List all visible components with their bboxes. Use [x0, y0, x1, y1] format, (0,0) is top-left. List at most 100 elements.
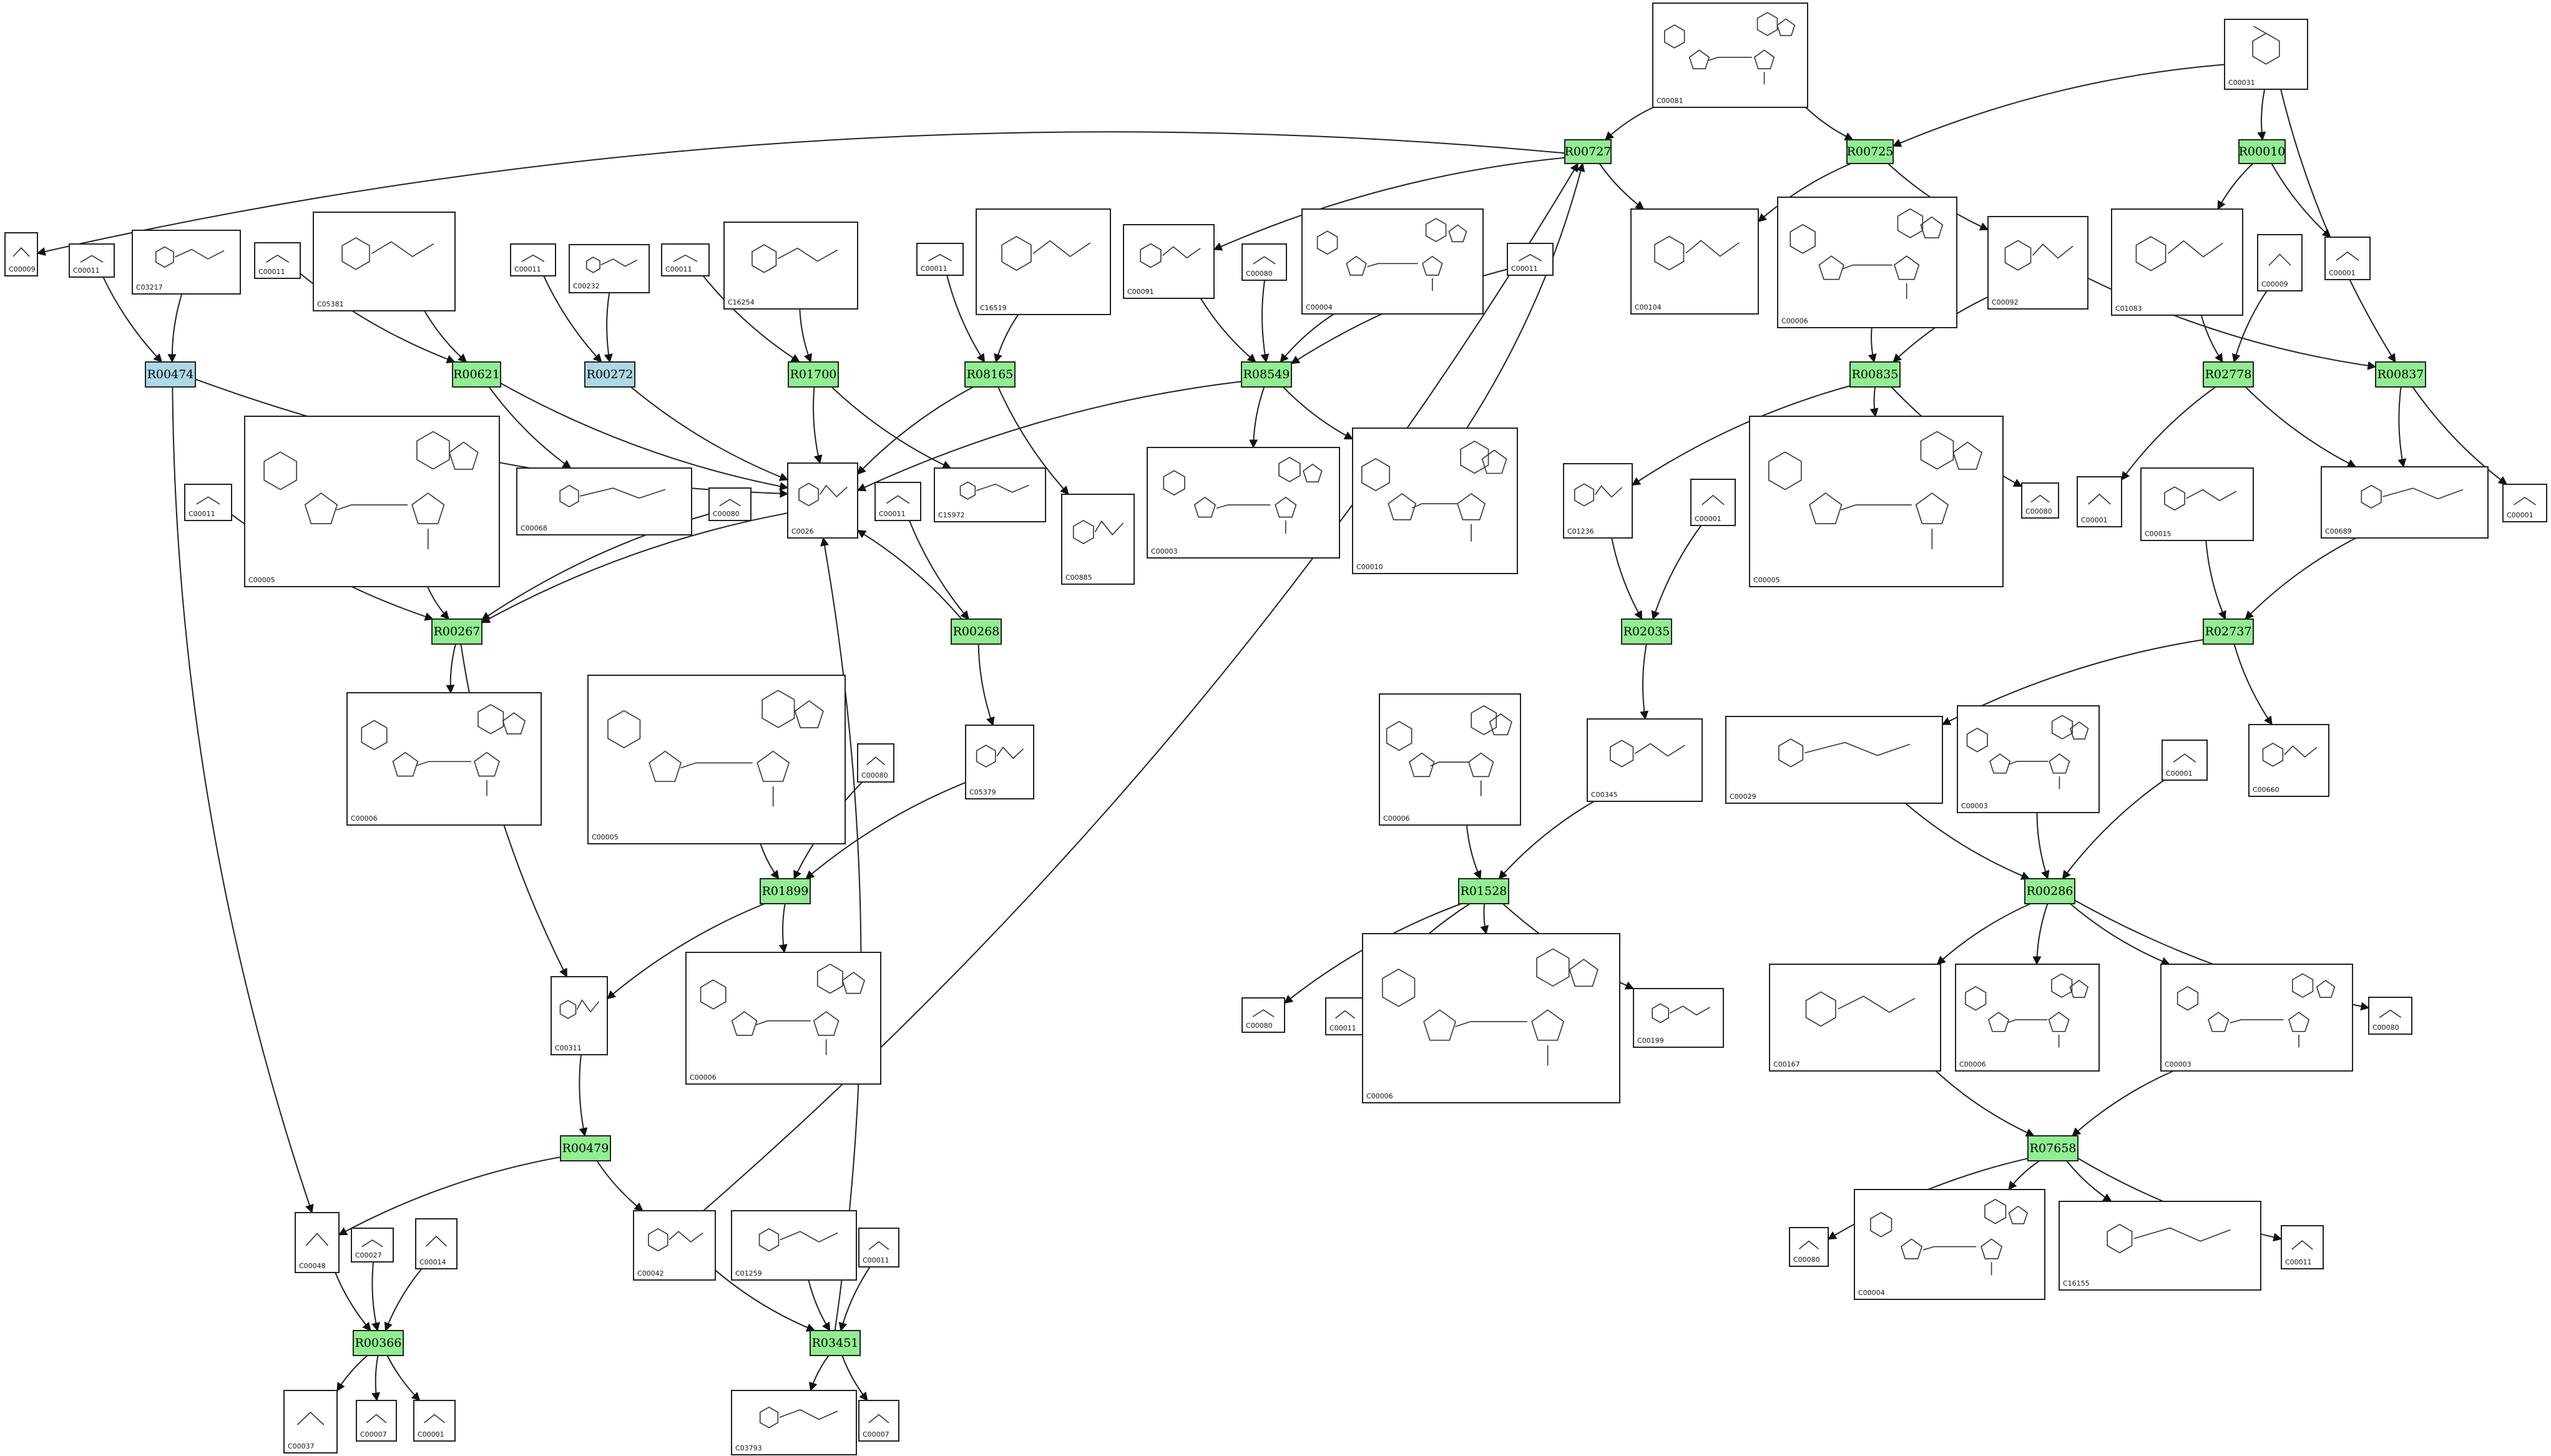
reaction-node[interactable]: R00267	[431, 618, 482, 645]
compound-node[interactable]: C00006	[346, 692, 542, 826]
compound-node[interactable]: C00005	[587, 675, 846, 844]
compound-node[interactable]: C00011	[858, 1228, 899, 1268]
compound-node[interactable]: C00014	[415, 1218, 458, 1269]
compound-node[interactable]: C00011	[510, 243, 556, 276]
compound-node[interactable]: C00080	[2021, 482, 2059, 519]
compound-node[interactable]: C00345	[1587, 718, 1703, 802]
compound-node[interactable]: C00885	[1061, 494, 1135, 585]
reaction-node[interactable]: R00725	[1846, 139, 1894, 164]
compound-node[interactable]: C00006	[1379, 693, 1521, 826]
compound-node[interactable]: C00080	[2368, 997, 2412, 1035]
compound-node[interactable]: C00011	[874, 482, 921, 521]
compound-node[interactable]: C00689	[2321, 466, 2489, 539]
compound-node[interactable]: C00015	[2140, 467, 2254, 541]
compound-box	[2111, 208, 2243, 316]
compound-node[interactable]: C01259	[731, 1210, 857, 1281]
reaction-node[interactable]: R03451	[810, 1330, 861, 1356]
reaction-node[interactable]: R00837	[2375, 361, 2426, 388]
compound-node[interactable]: C00011	[916, 243, 964, 276]
compound-node[interactable]: C00080	[1241, 997, 1285, 1033]
reaction-node[interactable]: R08165	[964, 361, 1016, 388]
reaction-node[interactable]: R00621	[452, 361, 501, 388]
compound-node[interactable]: C00004	[1301, 208, 1484, 315]
compound-node[interactable]: C00027	[351, 1228, 394, 1263]
compound-node[interactable]: C0026	[787, 462, 858, 539]
compound-node[interactable]: C01083	[2111, 208, 2243, 316]
compound-node[interactable]: C00080	[1241, 243, 1287, 281]
compound-node[interactable]: C00080	[708, 487, 752, 521]
reaction-node[interactable]: R00286	[2024, 878, 2075, 904]
compound-node[interactable]: C00001	[2324, 237, 2371, 280]
reaction-node[interactable]: R01528	[1458, 878, 1509, 904]
compound-node[interactable]: C00001	[2162, 740, 2208, 781]
compound-node[interactable]: C00006	[685, 952, 881, 1085]
compound-node[interactable]: C03217	[132, 230, 241, 295]
compound-node[interactable]: C00199	[1633, 988, 1724, 1048]
compound-node[interactable]: C00660	[2248, 724, 2329, 797]
compound-node[interactable]: C00003	[1147, 447, 1340, 559]
compound-node[interactable]: C00006	[1362, 933, 1620, 1103]
compound-node[interactable]: C00001	[2502, 484, 2547, 522]
compound-node[interactable]: C00042	[633, 1210, 716, 1281]
compound-node[interactable]: C00091	[1123, 224, 1215, 299]
compound-node[interactable]: C16519	[976, 208, 1111, 315]
compound-node[interactable]: C00005	[244, 416, 500, 587]
compound-node[interactable]: C00007	[356, 1400, 397, 1442]
compound-node[interactable]: C00011	[69, 243, 115, 278]
compound-node[interactable]: C01236	[1563, 463, 1633, 539]
reaction-node[interactable]: R00835	[1849, 361, 1901, 388]
compound-node[interactable]: C00037	[283, 1390, 338, 1454]
reaction-node[interactable]: R02035	[1621, 618, 1672, 645]
compound-node[interactable]: C05381	[313, 212, 456, 311]
compound-node[interactable]: C00104	[1630, 208, 1759, 315]
reaction-node[interactable]: R02778	[2203, 361, 2254, 388]
compound-node[interactable]: C05379	[965, 725, 1034, 799]
reaction-node[interactable]: R07658	[2027, 1135, 2079, 1161]
compound-node[interactable]: C03793	[731, 1390, 857, 1455]
compound-node[interactable]: C00010	[1352, 428, 1518, 574]
compound-node[interactable]: C00003	[2160, 964, 2353, 1072]
reaction-node[interactable]: R00010	[2238, 139, 2286, 164]
reaction-node[interactable]: R01899	[760, 878, 811, 904]
compound-node[interactable]: C00311	[551, 976, 608, 1055]
compound-node[interactable]: C00167	[1769, 964, 1941, 1072]
reaction-node[interactable]: R00479	[560, 1135, 611, 1161]
reaction-node[interactable]: R00268	[951, 618, 1002, 645]
reaction-node[interactable]: R00272	[584, 361, 635, 388]
compound-node[interactable]: C00068	[516, 467, 692, 535]
compound-node[interactable]: C00005	[1749, 416, 2004, 587]
compound-node[interactable]: C00001	[413, 1400, 456, 1442]
compound-node[interactable]: C16155	[2059, 1201, 2261, 1291]
compound-node[interactable]: C15972	[934, 467, 1046, 522]
reaction-node[interactable]: R00727	[1564, 139, 1612, 164]
compound-node[interactable]: C00001	[2077, 476, 2122, 527]
reaction-node[interactable]: R02737	[2203, 618, 2254, 645]
reaction-node[interactable]: R00474	[145, 361, 196, 388]
reaction-node[interactable]: R00366	[353, 1330, 404, 1356]
compound-node[interactable]: C00080	[857, 743, 894, 783]
compound-node[interactable]: C00080	[1789, 1227, 1829, 1267]
compound-node[interactable]: C00081	[1652, 2, 1808, 108]
compound-node[interactable]: C00011	[661, 243, 710, 276]
compound-node[interactable]: C00031	[2224, 19, 2308, 90]
compound-node[interactable]: C00048	[295, 1212, 340, 1273]
compound-node[interactable]: C00092	[1987, 216, 2088, 310]
compound-node[interactable]: C00006	[1777, 197, 1957, 328]
compound-node[interactable]: C00011	[1507, 243, 1554, 276]
compound-node[interactable]: C00009	[4, 232, 38, 276]
compound-node[interactable]: C00009	[2257, 234, 2303, 291]
reaction-node[interactable]: R08549	[1241, 361, 1292, 388]
compound-node[interactable]: C00232	[569, 244, 650, 293]
compound-node[interactable]: C00003	[1957, 705, 2100, 813]
compound-node[interactable]: C00011	[2281, 1225, 2324, 1269]
compound-node[interactable]: C00029	[1725, 716, 1943, 804]
compound-node[interactable]: C00011	[184, 484, 232, 521]
compound-node[interactable]: C00007	[858, 1400, 899, 1442]
compound-node[interactable]: C16254	[723, 222, 858, 310]
compound-node[interactable]: C00011	[1325, 997, 1365, 1035]
reaction-node[interactable]: R01700	[788, 361, 839, 388]
compound-node[interactable]: C00011	[254, 242, 301, 279]
compound-node[interactable]: C00001	[1690, 479, 1736, 526]
compound-node[interactable]: C00006	[1955, 964, 2100, 1072]
compound-node[interactable]: C00004	[1854, 1189, 2045, 1300]
